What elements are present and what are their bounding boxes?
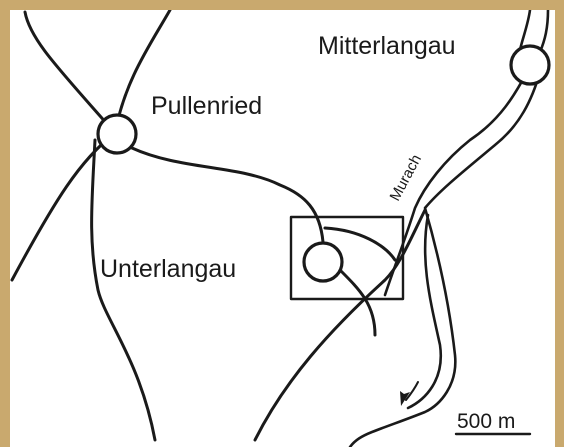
- place-label-mitterlangau: Mitterlangau: [318, 32, 456, 60]
- river-murach-west-bank: [383, 68, 530, 297]
- map-area: Pullenried Mitterlangau Unterlangau Mura…: [10, 10, 555, 447]
- river-flow-arrowhead: [400, 391, 410, 406]
- road-pullenried-south: [90, 138, 157, 442]
- river-flow-arrow: [405, 381, 419, 401]
- road-pullenried-unterlangau: [130, 146, 325, 244]
- mitterlangau-marker-icon: [509, 44, 551, 86]
- scale-bar-label: 500 m: [457, 410, 515, 433]
- place-label-unterlangau: Unterlangau: [100, 255, 236, 283]
- road-unterlangau-south: [338, 268, 377, 337]
- place-label-pullenried: Pullenried: [151, 92, 262, 120]
- study-area-rectangle: [289, 215, 405, 301]
- pullenried-marker-icon: [96, 113, 138, 155]
- map-canvas: Pullenried Mitterlangau Unterlangau Mura…: [10, 10, 551, 447]
- river-label-murach: Murach: [387, 152, 425, 204]
- unterlangau-marker-icon: [302, 241, 344, 283]
- river-murach-inner-bank: [406, 213, 443, 410]
- road-pullenried-north-west: [23, 10, 117, 135]
- river-murach-east-bank: [348, 70, 542, 447]
- road-southwest-to-mitterlangau: [253, 208, 427, 442]
- road-unterlangau-murach: [323, 226, 397, 262]
